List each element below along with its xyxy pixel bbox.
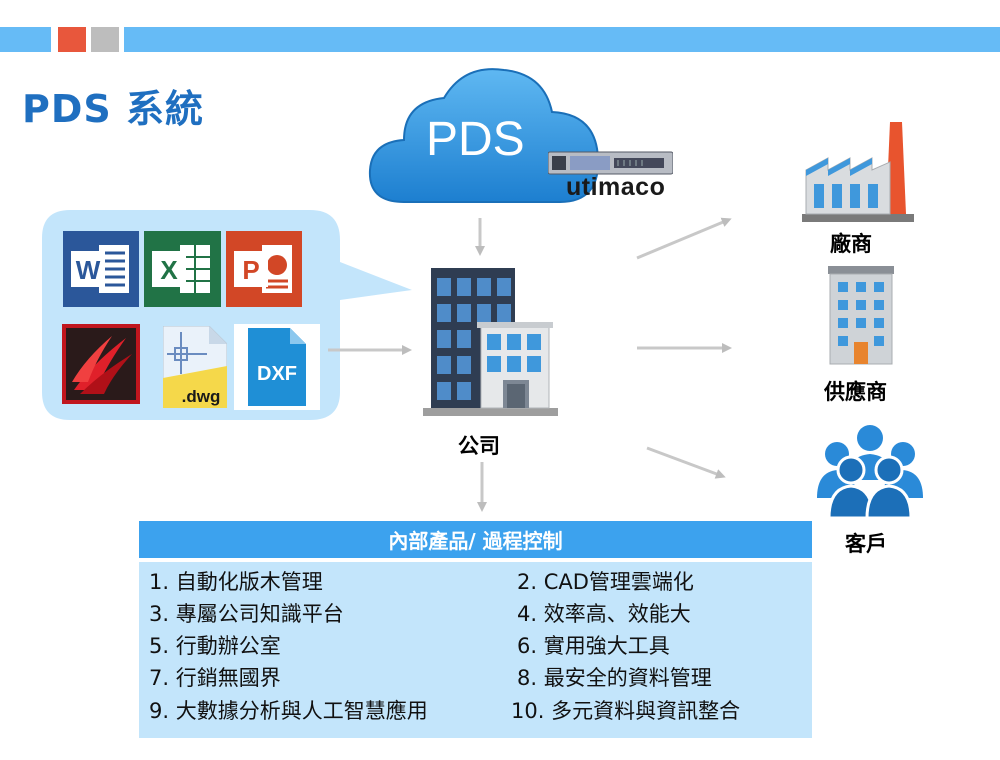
cloud-label: PDS <box>426 113 525 166</box>
customers-group-icon <box>817 425 923 520</box>
customer-label: 客戶 <box>845 532 887 556</box>
hsm-brand-logo: utimaco <box>566 173 666 201</box>
feature-item: 6. 實用強大工具 <box>517 634 670 658</box>
feature-item: 4. 效率高、效能大 <box>517 602 691 626</box>
dwg-file-icon: .dwg <box>163 326 227 408</box>
top-bar-gray-square <box>91 27 119 52</box>
dwg-file-label: .dwg <box>182 387 221 406</box>
excel-icon: X <box>144 231 221 307</box>
panel-title: 內部產品/ 過程控制 <box>388 529 563 553</box>
feature-item: 1. 自動化版木管理 <box>149 570 323 594</box>
supplier-label: 供應商 <box>824 380 887 404</box>
powerpoint-icon-letter: P <box>242 255 259 285</box>
feature-item: 5. 行動辦公室 <box>149 634 281 658</box>
cad-app-icon <box>62 324 140 404</box>
feature-item: 7. 行銷無國界 <box>149 666 281 690</box>
page-title: PDS 系統 <box>22 87 204 131</box>
feature-item: 3. 專屬公司知識平台 <box>149 602 344 626</box>
word-icon-letter: W <box>76 255 101 285</box>
word-icon: W <box>63 231 139 307</box>
top-bar-right <box>124 27 1000 52</box>
panel-header: 內部產品/ 過程控制 <box>139 521 812 558</box>
feature-item: 9. 大數據分析與人工智慧應用 <box>149 699 428 723</box>
powerpoint-icon: P <box>226 231 302 307</box>
dxf-file-label: DXF <box>257 363 297 385</box>
top-bar-red-square <box>58 27 86 52</box>
feature-item: 8. 最安全的資料管理 <box>517 666 712 690</box>
feature-item: 2. CAD管理雲端化 <box>517 570 694 594</box>
supplier-building-icon <box>828 266 894 365</box>
company-label: 公司 <box>458 434 500 458</box>
factory-label: 廠商 <box>830 232 872 256</box>
factory-icon <box>802 122 914 222</box>
hsm-device-icon <box>548 151 673 175</box>
excel-icon-letter: X <box>160 255 178 285</box>
company-building-icon <box>423 268 558 416</box>
features-panel <box>139 562 812 738</box>
top-bar-left <box>0 27 51 52</box>
dxf-file-icon: DXF <box>234 324 320 410</box>
feature-item: 10. 多元資料與資訊整合 <box>511 699 741 723</box>
